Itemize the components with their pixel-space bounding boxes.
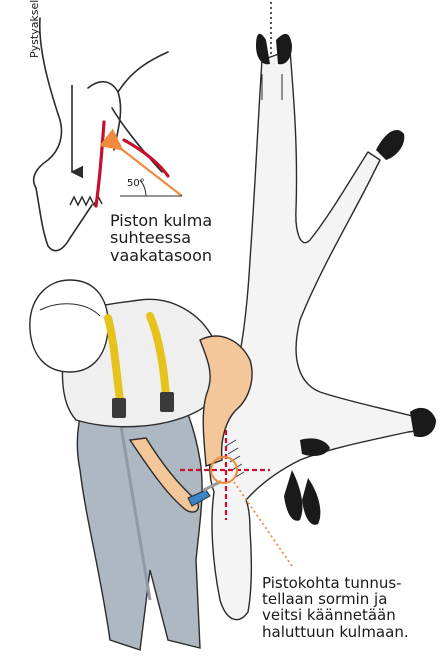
hoof-front-left xyxy=(284,470,302,521)
strap-buckle-left xyxy=(112,398,126,418)
inset-angle-value: 50° xyxy=(127,178,145,189)
strap-buckle-right xyxy=(160,392,174,412)
main-caption: Pistokohta tunnus- tellaan sormin ja vei… xyxy=(262,575,409,640)
animal-head xyxy=(212,492,251,620)
hoof-top-left xyxy=(256,34,270,65)
hoof-right-lower xyxy=(410,408,436,437)
inset-red-cut-line-left xyxy=(96,122,104,206)
inset-muzzle-line xyxy=(36,188,92,251)
inset-caption: Piston kulma suhteessa vaakatasoon xyxy=(110,212,212,264)
hoof-front-right xyxy=(302,478,320,525)
hoof-right-upper xyxy=(376,130,404,160)
animal-body xyxy=(210,34,436,620)
inset-axis-label: Pystyakseli xyxy=(28,0,41,58)
inset-ear-line xyxy=(118,52,168,92)
animal-carcass-outline xyxy=(210,50,424,507)
person-cap xyxy=(30,280,108,372)
